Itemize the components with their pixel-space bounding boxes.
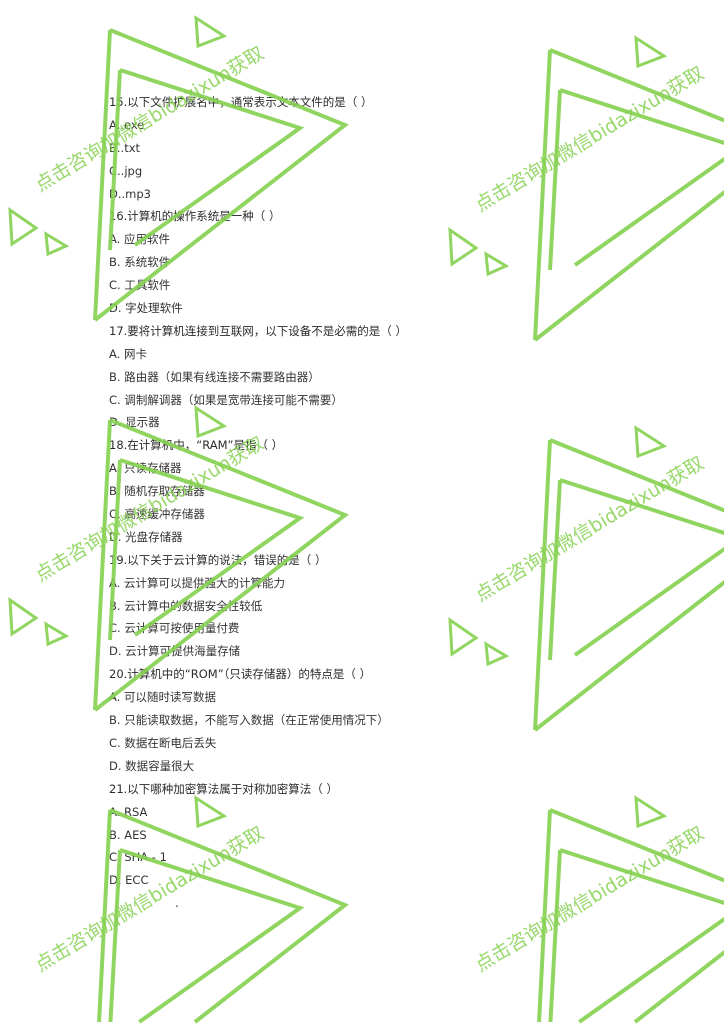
question-text: 21.以下哪种加密算法属于对称加密算法（ ） <box>109 781 338 796</box>
answer-option: D. 数据容量很大 <box>109 758 195 773</box>
answer-option: C. 云计算可按使用量付费 <box>109 621 240 636</box>
question-text: 17.要将计算机连接到互联网，以下设备不是必需的是（ ） <box>109 323 407 338</box>
answer-option: D..mp3 <box>109 186 151 201</box>
trailing-dot: . <box>175 896 179 910</box>
answer-option: B..txt <box>109 140 141 155</box>
answer-option: A..exe <box>109 117 145 132</box>
answer-option: D. 显示器 <box>109 415 160 430</box>
answer-option: C. 数据在断电后丢失 <box>109 735 217 750</box>
answer-option: A. 云计算可以提供强大的计算能力 <box>109 575 285 590</box>
question-text: 15.以下文件扩展名中，通常表示文本文件的是（ ） <box>109 95 373 109</box>
answer-option: D. 光盘存储器 <box>109 529 183 544</box>
question-text: 19.以下关于云计算的说法，错误的是（ ） <box>109 552 327 567</box>
answer-option: A. 网卡 <box>109 346 147 361</box>
answer-option: A. 可以随时读写数据 <box>109 690 216 705</box>
answer-option: B. 云计算中的数据安全性较低 <box>109 598 263 613</box>
answer-option: A. 只读存储器 <box>109 461 182 476</box>
answer-option: C. 高速缓冲存储器 <box>109 507 205 522</box>
answer-option: C. 工具软件 <box>109 278 171 293</box>
answer-option: D. 字处理软件 <box>109 301 183 316</box>
question-text: 18.在计算机中，“RAM”是指（ ） <box>109 438 284 453</box>
question-text: 20.计算机中的“ROM”（只读存储器）的特点是（ ） <box>109 667 372 682</box>
answer-option: B. 随机存取存储器 <box>109 484 205 499</box>
answer-option: B. 只能读取数据，不能写入数据（在正常使用情况下） <box>109 713 389 728</box>
answer-option: A. RSA <box>109 804 148 819</box>
answer-option: C. SHA - 1 <box>109 850 167 865</box>
answer-option: B. AES <box>109 827 147 842</box>
answer-option: A. 应用软件 <box>109 232 170 247</box>
answer-option: C. 调制解调器（如果是宽带连接可能不需要） <box>109 392 343 407</box>
answer-option: C..jpg <box>109 163 143 178</box>
answer-option: B. 系统软件 <box>109 255 171 270</box>
answer-option: B. 路由器（如果有线连接不需要路由器） <box>109 369 320 384</box>
question-text: 16.计算机的操作系统是一种（ ） <box>109 209 281 224</box>
answer-option: D. 云计算可提供海量存储 <box>109 644 241 659</box>
answer-option: D. ECC <box>109 873 149 888</box>
